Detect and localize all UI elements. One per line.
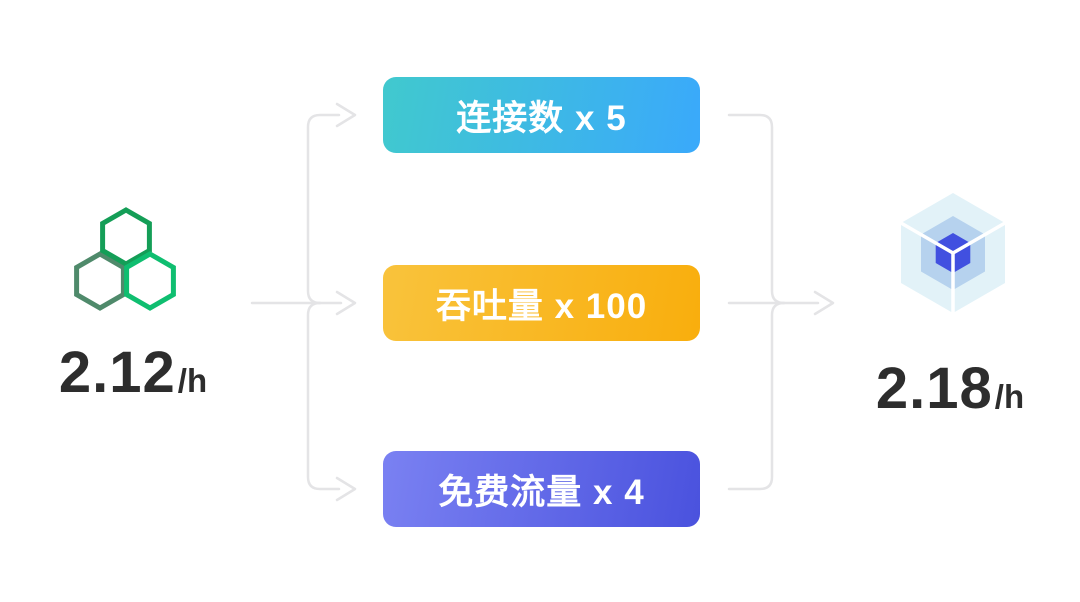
multiplier-label: 吞吐量 x 100 [435,286,648,326]
right-lower-branch [727,301,786,491]
multiplier-box-throughput: 吞吐量 x 100 [383,265,700,341]
multiplier-label: 连接数 x 5 [456,98,627,138]
left-lower-branch [306,301,341,491]
left-upper-branch [306,113,341,305]
arrowhead-middle-box [335,290,357,316]
arrowhead-bottom-box [335,476,357,502]
hexagon-bottom-right [124,251,176,311]
target-price-unit: /h [994,378,1025,415]
multiplier-label: 免费流量 x 4 [438,472,645,512]
hexagon-bottom-left [74,251,126,311]
source-price: 2.12 /h [59,344,207,402]
cube-edge-upper-right [951,221,1007,255]
arrowhead-target [813,290,835,316]
hexagon-cluster-icon [74,207,176,311]
source-price-unit: /h [177,362,208,399]
hexagon-top [100,207,152,267]
arrowhead-top-box [335,102,357,128]
target-price-value: 2.18 [875,356,993,421]
source-price-value: 2.12 [58,340,176,405]
right-upper-branch [727,113,786,305]
multiplier-box-free-traffic: 免费流量 x 4 [383,451,700,527]
nested-cube-icon [899,193,1007,315]
cube-edge-upper-left [899,221,955,255]
target-price: 2.18 /h [876,360,1024,418]
multiplier-box-connections: 连接数 x 5 [383,77,700,153]
